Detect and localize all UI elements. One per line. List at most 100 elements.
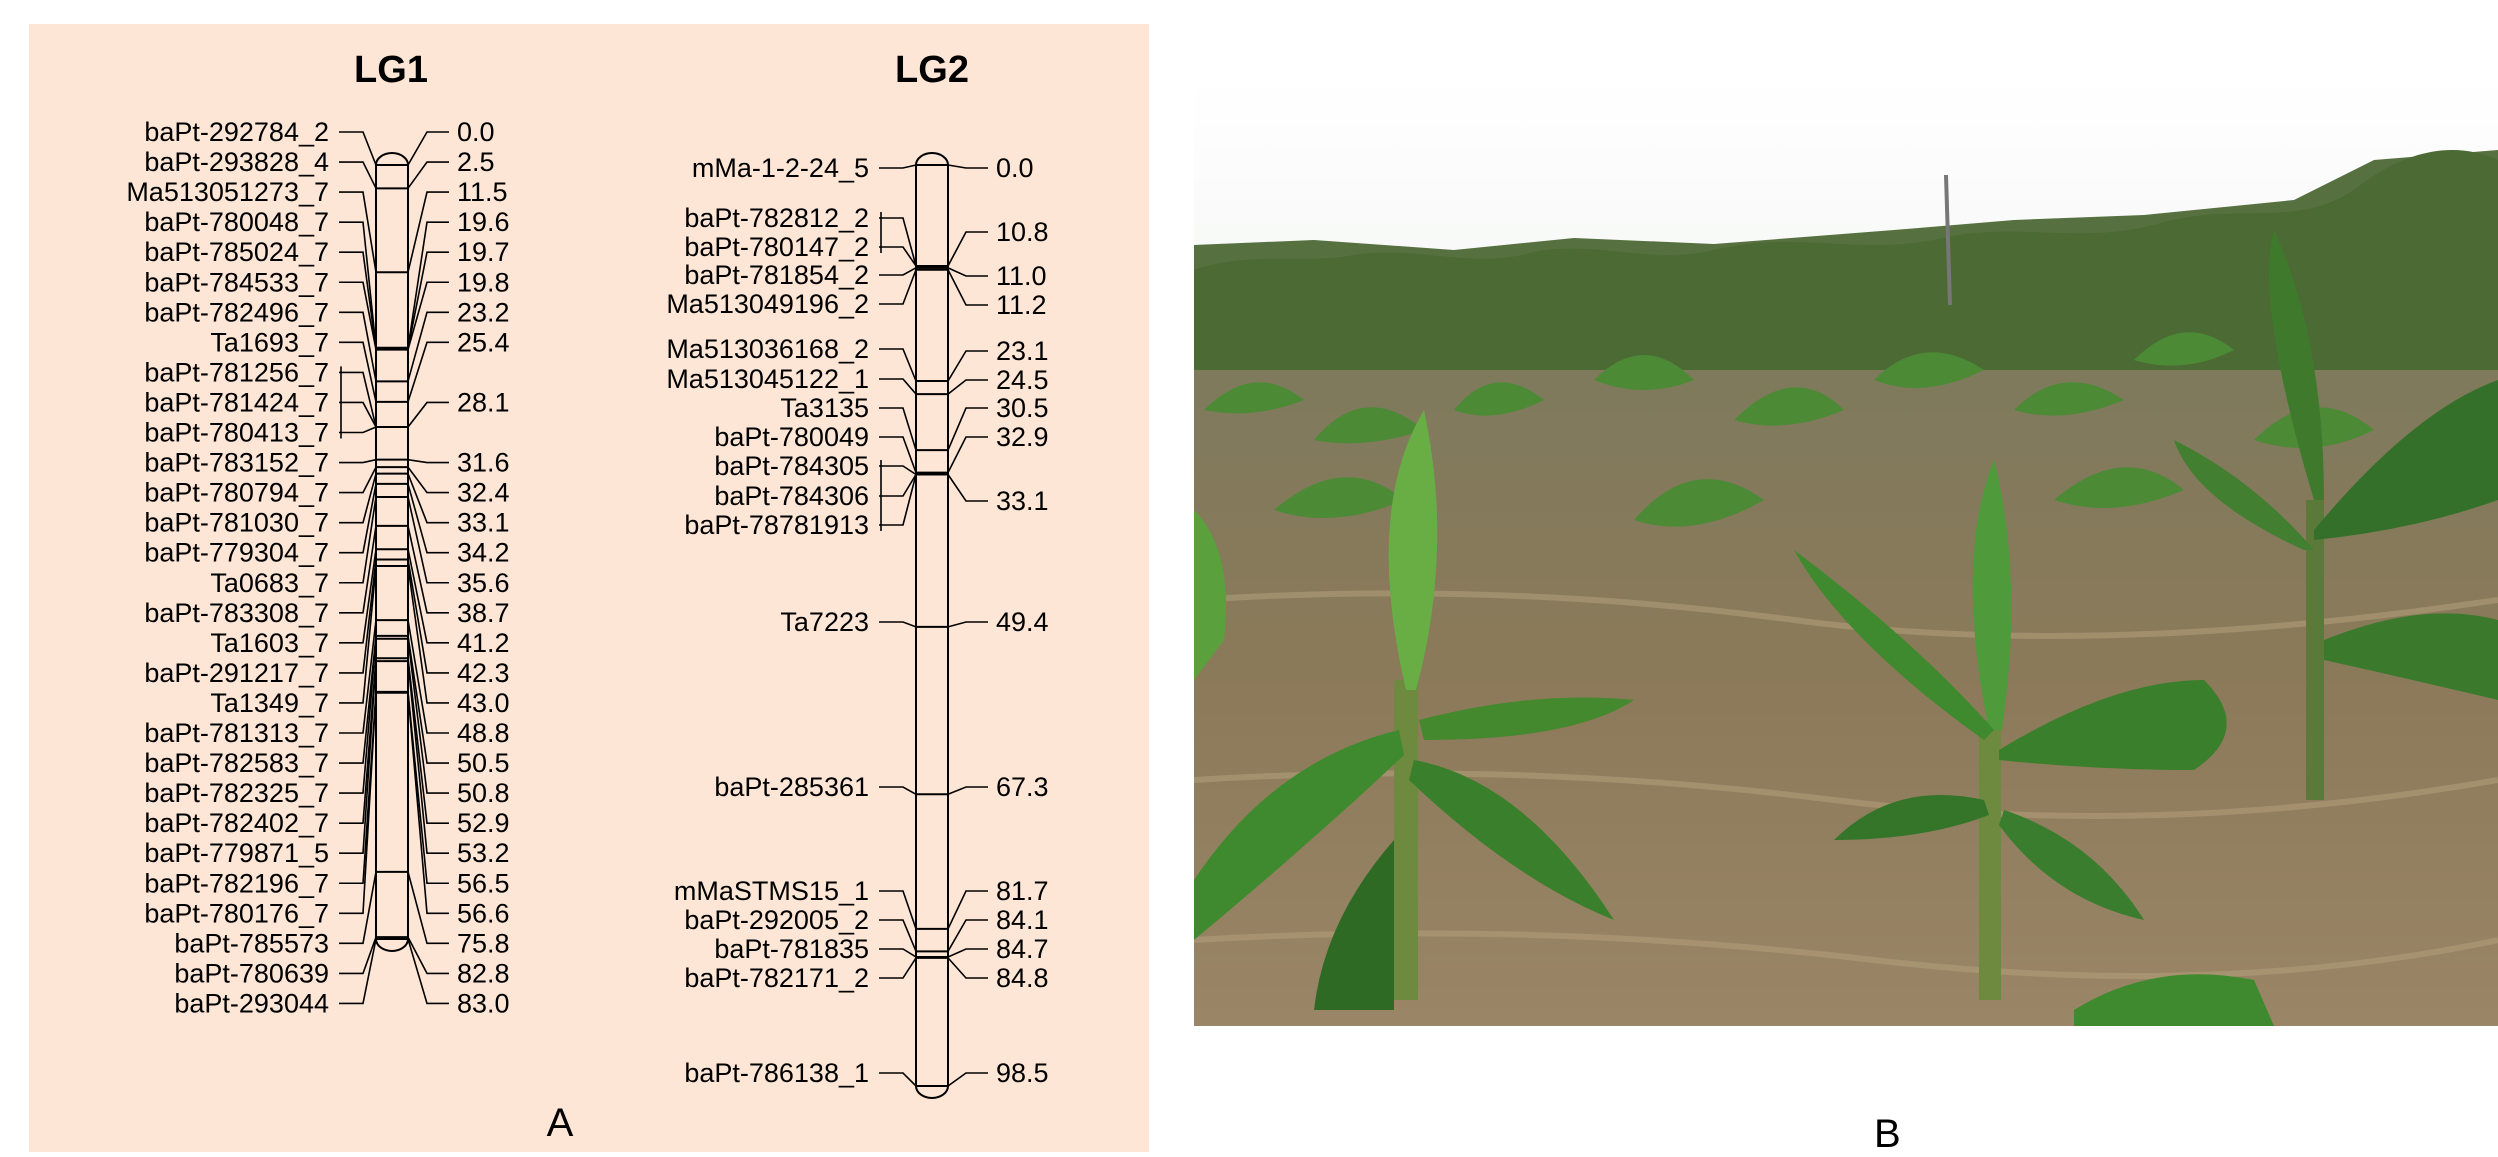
marker-connector — [339, 938, 377, 1005]
marker-connector — [339, 341, 377, 403]
marker-connector — [879, 348, 917, 382]
position-connector — [407, 559, 449, 674]
marker-label: baPt-293044 — [174, 988, 329, 1018]
position-label: 84.8 — [996, 963, 1049, 993]
position-connector — [407, 871, 449, 945]
marker-label: baPt-779304_7 — [144, 538, 329, 568]
marker-label: baPt-784306 — [714, 481, 869, 511]
position-connector — [407, 691, 449, 885]
marker-connector — [339, 281, 377, 350]
position-label: 41.2 — [457, 628, 510, 658]
position-label: 19.6 — [457, 207, 510, 237]
marker-label: baPt-780639 — [174, 958, 329, 988]
position-label: 84.7 — [996, 934, 1049, 964]
position-label: 67.3 — [996, 772, 1049, 802]
position-connector — [947, 379, 988, 395]
marker-connector — [339, 473, 377, 524]
position-label: 43.0 — [457, 688, 510, 718]
position-connector — [407, 191, 449, 273]
panel-b-letter: B — [1874, 1112, 1901, 1156]
marker-connector — [339, 559, 377, 674]
position-label: 0.0 — [457, 117, 495, 147]
position-connector — [947, 919, 988, 952]
position-label: 33.1 — [457, 508, 510, 538]
position-label: 23.1 — [996, 336, 1049, 366]
marker-connector — [879, 474, 917, 526]
marker-label: baPt-780176_7 — [144, 898, 329, 928]
marker-label: baPt-781835 — [714, 934, 869, 964]
marker-connector — [339, 191, 377, 273]
marker-connector — [339, 658, 377, 824]
position-label: 25.4 — [457, 327, 510, 357]
position-connector — [947, 474, 988, 502]
position-label: 0.0 — [996, 153, 1034, 183]
position-label: 32.4 — [457, 478, 510, 508]
position-label: 48.8 — [457, 718, 510, 748]
position-label: 35.6 — [457, 568, 510, 598]
marker-connector — [339, 565, 377, 704]
marker-connector — [879, 269, 917, 305]
marker-label: Ma513051273_7 — [126, 177, 329, 207]
position-label: 81.7 — [996, 876, 1049, 906]
marker-connector — [879, 948, 917, 958]
marker-connector — [879, 919, 917, 952]
panel-a-letter: A — [547, 1101, 574, 1145]
position-connector — [947, 436, 988, 473]
marker-label: baPt-780794_7 — [144, 478, 329, 508]
marker-connector — [339, 525, 377, 614]
position-connector — [407, 938, 449, 1005]
marker-label: Ta7223 — [780, 607, 869, 637]
marker-connector — [339, 619, 377, 734]
position-label: 23.2 — [457, 297, 510, 327]
marker-label: baPt-781313_7 — [144, 718, 329, 748]
position-connector — [947, 621, 988, 628]
marker-label: baPt-293828_4 — [144, 147, 329, 177]
marker-label: baPt-780413_7 — [144, 418, 329, 448]
marker-connector — [339, 661, 377, 855]
lg2-chromosome-bar — [915, 152, 949, 1099]
position-connector — [407, 281, 449, 350]
position-connector — [407, 401, 449, 428]
position-label: 32.9 — [996, 422, 1049, 452]
position-label: 34.2 — [457, 538, 510, 568]
banana-field-photo — [1194, 80, 2498, 1026]
marker-connector — [339, 496, 377, 584]
position-connector — [947, 269, 988, 306]
position-connector — [407, 692, 449, 915]
position-label: 49.4 — [996, 607, 1049, 637]
position-label: 84.1 — [996, 905, 1049, 935]
position-connector — [407, 496, 449, 584]
position-label: 52.9 — [457, 808, 510, 838]
marker-connector — [879, 267, 917, 276]
photo-illustration — [1194, 80, 2498, 1026]
position-label: 98.5 — [996, 1058, 1049, 1088]
banana-plant-left-front — [1194, 410, 1634, 1010]
position-label: 38.7 — [457, 598, 510, 628]
banana-plant-large-right — [2174, 230, 2498, 800]
position-connector — [407, 341, 449, 403]
marker-connector — [339, 549, 377, 644]
position-connector — [407, 525, 449, 614]
marker-label: Ta1693_7 — [210, 327, 329, 357]
marker-connector — [879, 474, 917, 497]
marker-connector — [879, 217, 917, 267]
marker-label: mMaSTMS15_1 — [674, 876, 869, 906]
marker-connector — [879, 246, 917, 267]
marker-connector — [339, 401, 377, 428]
position-connector — [407, 661, 449, 855]
marker-label: baPt-782402_7 — [144, 808, 329, 838]
position-connector — [407, 161, 449, 189]
position-connector — [947, 1072, 988, 1087]
position-connector — [407, 311, 449, 382]
marker-connector — [339, 466, 377, 494]
foreground-leaves — [2074, 974, 2274, 1026]
marker-connector — [879, 1072, 917, 1087]
marker-label: baPt-782496_7 — [144, 297, 329, 327]
lg1-title: LG1 — [354, 49, 428, 91]
position-connector — [947, 350, 988, 382]
marker-connector — [879, 407, 917, 451]
marker-label: baPt-785573 — [174, 928, 329, 958]
position-label: 82.8 — [457, 958, 510, 988]
